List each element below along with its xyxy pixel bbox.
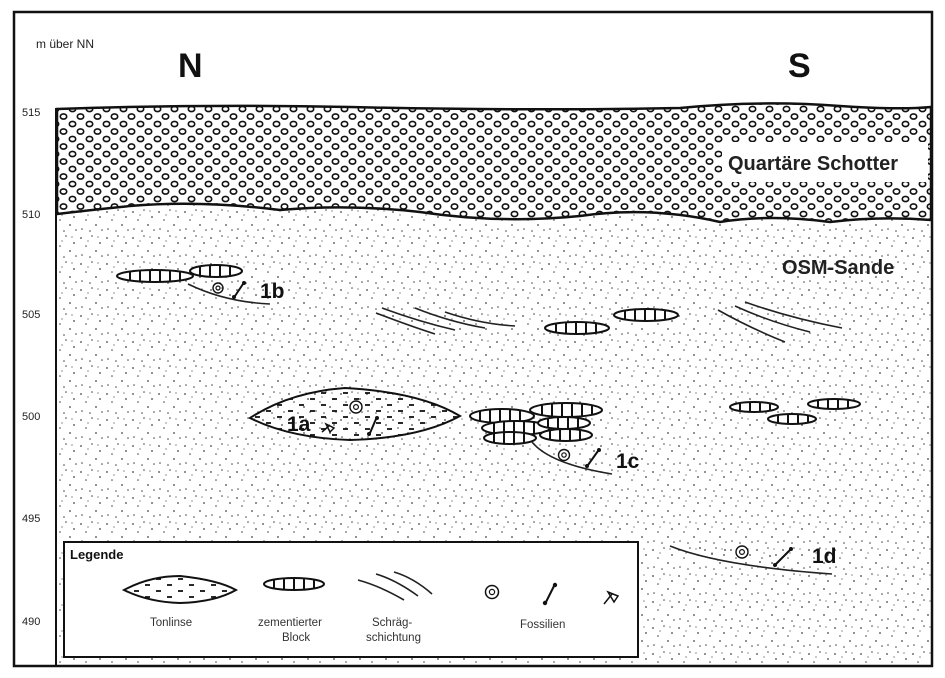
legend-tonlinse-label: Tonlinse	[150, 617, 192, 629]
snail-fossil-icon	[350, 401, 362, 413]
site-label-1c: 1c	[616, 450, 640, 473]
cemented-block	[117, 270, 193, 282]
legend-block-label-1: zementierter	[258, 617, 322, 629]
cemented-block	[530, 403, 602, 417]
site-label-1a: 1a	[287, 413, 311, 436]
cemented-block	[614, 309, 678, 321]
snail-fossil-icon	[736, 546, 748, 558]
elevation-axis-label: m über NN	[36, 37, 94, 51]
cemented-block	[808, 399, 860, 409]
cemented-block	[768, 414, 816, 424]
tick-500: 500	[22, 411, 40, 423]
cemented-block	[540, 429, 592, 441]
south-label: S	[788, 47, 811, 85]
tick-490: 490	[22, 616, 40, 628]
cemented-block	[545, 322, 609, 334]
legend-fossils-label: Fossilien	[520, 619, 565, 631]
legend-cemented-block-icon	[264, 578, 324, 590]
tick-505: 505	[22, 309, 40, 321]
snail-fossil-icon	[559, 450, 570, 461]
legend-cross-bedding-label-1: Schräg-	[372, 617, 412, 629]
tick-495: 495	[22, 513, 40, 525]
legend-cross-bedding-label-2: schichtung	[366, 632, 421, 644]
site-label-1d: 1d	[812, 545, 837, 568]
cemented-block	[190, 265, 242, 277]
cemented-block	[730, 402, 778, 412]
tick-510: 510	[22, 209, 40, 221]
gravel-unit-label: Quartäre Schotter	[728, 153, 898, 175]
legend-block-label-2: Block	[282, 632, 310, 644]
tick-515: 515	[22, 107, 40, 119]
legend: Legende Tonlinse zementierter Block Schr…	[64, 542, 638, 657]
north-label: N	[178, 47, 203, 85]
legend-title: Legende	[70, 547, 123, 562]
cemented-block	[484, 432, 536, 444]
sand-unit-label: OSM-Sande	[782, 257, 894, 279]
site-label-1b: 1b	[260, 280, 285, 303]
cemented-block	[538, 417, 590, 429]
